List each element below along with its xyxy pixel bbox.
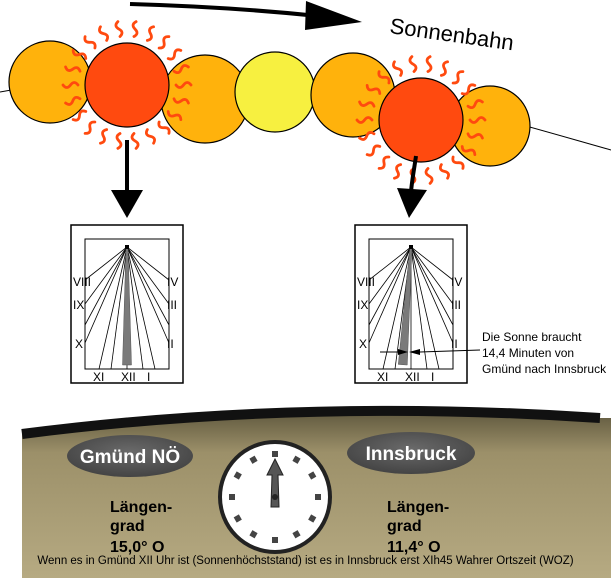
- city-badge-right: Innsbruck: [347, 432, 475, 474]
- sun-position: [234, 51, 316, 133]
- city-name-left: Gmünd NÖ: [80, 447, 180, 468]
- hour-numeral-xi: XI: [93, 370, 104, 384]
- hour-numeral-xi: XI: [377, 370, 388, 384]
- longitude-left-line2: grad: [110, 518, 145, 535]
- time-difference-note: Die Sonne braucht 14,4 Minuten von Gmünd…: [380, 330, 607, 376]
- hour-numeral-iv: IV: [451, 275, 462, 289]
- longitude-left-line1: Längen-: [110, 499, 172, 516]
- hour-numeral-ii: II: [451, 337, 458, 351]
- diagram-caption: Wenn es in Gmünd XII Uhr ist (Sonnenhöch…: [37, 555, 574, 567]
- sun-positions: [8, 20, 531, 185]
- longitude-right-line2: grad: [387, 518, 422, 535]
- hour-numeral-xii: XII: [405, 370, 420, 384]
- hour-numeral-viii: VIII: [73, 275, 91, 289]
- hour-numeral-viii: VIII: [357, 275, 375, 289]
- hour-numeral-xii: XII: [121, 370, 136, 384]
- city-badge-left: Gmünd NÖ: [67, 435, 193, 477]
- note-line-1: Die Sonne braucht: [482, 330, 582, 344]
- hour-numeral-iii: III: [167, 298, 177, 312]
- city-name-right: Innsbruck: [366, 444, 457, 465]
- sun-hot: [378, 77, 464, 163]
- sun-hot: [84, 42, 170, 128]
- hour-numeral-x: X: [359, 337, 367, 351]
- hour-numeral-iii: III: [451, 298, 461, 312]
- note-line-2: 14,4 Minuten von: [482, 346, 574, 360]
- hour-numeral-ix: IX: [357, 298, 368, 312]
- longitude-right-value: 11,4° O: [387, 539, 441, 556]
- hour-numeral-ix: IX: [73, 298, 84, 312]
- sun-path-title: Sonnenbahn: [388, 13, 515, 55]
- hour-numeral-i: I: [147, 370, 150, 384]
- clock-hand: [266, 457, 284, 508]
- hour-numeral-i: I: [431, 370, 434, 384]
- sun-rays: [355, 55, 487, 185]
- hour-numeral-iv: IV: [167, 275, 178, 289]
- longitude-left-value: 15,0° O: [110, 539, 164, 556]
- direction-arrow: [129, 1, 362, 30]
- clock-icon: [218, 440, 332, 554]
- down-arrow-right: [397, 155, 427, 218]
- longitude-left: Längen- grad 15,0° O: [110, 499, 172, 556]
- longitude-right-line1: Längen-: [387, 499, 449, 516]
- note-line-3: Gmünd nach Innsbruck: [482, 362, 607, 376]
- longitude-right: Längen- grad 11,4° O: [387, 499, 449, 556]
- hour-numeral-ii: II: [167, 337, 174, 351]
- down-arrow-left: [111, 140, 143, 218]
- sun-rays: [61, 20, 193, 150]
- hour-numeral-x: X: [75, 337, 83, 351]
